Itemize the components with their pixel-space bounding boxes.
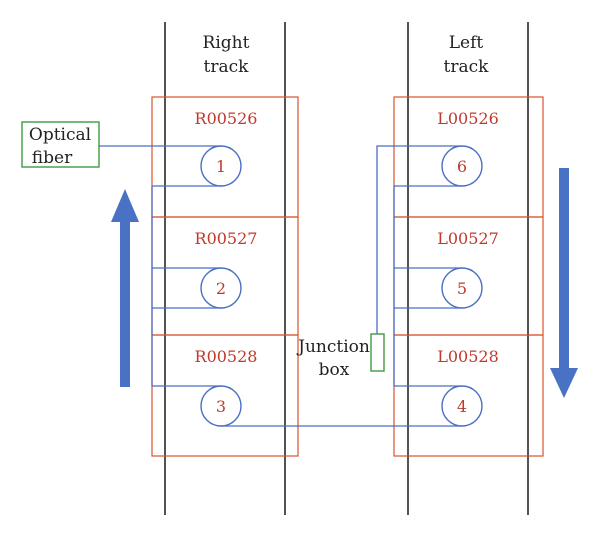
section-box-r00528 <box>151 334 299 457</box>
sensor-3-label: 3 <box>216 397 226 416</box>
sensor-5 <box>441 267 483 309</box>
section-label-r00526: R00526 <box>195 109 258 128</box>
sensor-3 <box>200 385 242 427</box>
section-label-r00527: R00527 <box>195 229 258 248</box>
junction-box <box>370 333 385 372</box>
section-label-l00526: L00526 <box>437 109 499 128</box>
section-label-r00528: R00528 <box>195 347 258 366</box>
section-box-l00528 <box>393 334 544 457</box>
fiber-path-left <box>376 145 462 387</box>
left-track-title-line2: track <box>444 57 490 77</box>
sensor-2-label: 2 <box>216 279 226 298</box>
left-track-title-line1: Left <box>449 33 484 53</box>
sensor-6-label: 6 <box>457 157 467 176</box>
sensor-2 <box>200 267 242 309</box>
right-track-title-line2: track <box>204 57 250 77</box>
up-arrow <box>111 189 139 387</box>
junction-box-label-line1: Junction <box>296 337 370 357</box>
sensor-6 <box>441 145 483 187</box>
sensor-4-label: 4 <box>457 397 467 416</box>
sensor-4 <box>441 385 483 427</box>
junction-box-label-line2: box <box>319 360 350 380</box>
optical-fiber-box <box>21 121 100 168</box>
optical-fiber-label-line1: Optical <box>29 125 91 145</box>
section-label-l00527: L00527 <box>437 229 499 248</box>
sensor-1-label: 1 <box>216 157 226 176</box>
sensor-1 <box>200 145 242 187</box>
fiber-path-right <box>99 145 462 427</box>
right-track-title-line1: Right <box>203 33 250 53</box>
down-arrow <box>550 168 578 398</box>
sensor-5-label: 5 <box>457 279 467 298</box>
section-label-l00528: L00528 <box>437 347 499 366</box>
optical-fiber-label-line2: fiber <box>32 148 73 168</box>
